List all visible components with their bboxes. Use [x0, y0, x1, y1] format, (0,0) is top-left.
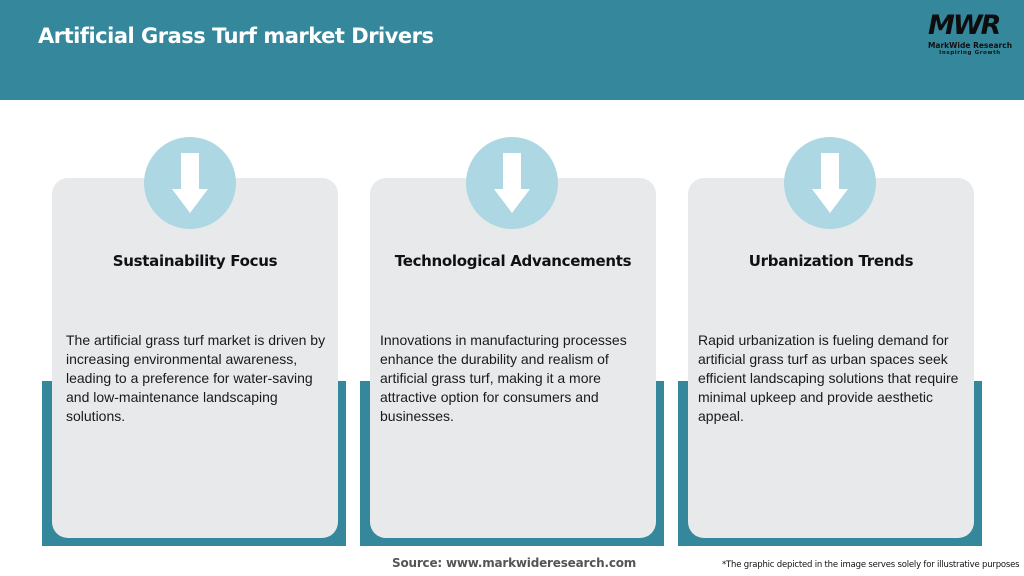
source-text: Source: www.markwideresearch.com [392, 556, 637, 570]
arrow-down-icon [144, 137, 236, 229]
page-title: Artificial Grass Turf market Drivers [38, 24, 434, 48]
card-text: The artificial grass turf market is driv… [66, 332, 326, 424]
card-title: Sustainability Focus [112, 252, 278, 270]
logo-mark: MWR [928, 10, 1001, 41]
driver-card-sustainability: Sustainability Focus The artificial gras… [52, 178, 338, 538]
logo: MWR MarkWide Research Inspiring Growth [922, 8, 1018, 58]
card-title: Technological Advancements [394, 252, 632, 270]
driver-card-technology: Technological Advancements Innovations i… [370, 178, 656, 538]
logo-tagline: Inspiring Growth [939, 50, 1001, 56]
arrow-down-icon [466, 137, 558, 229]
disclaimer-text: *The graphic depicted in the image serve… [722, 560, 1020, 570]
header-banner: Artificial Grass Turf market Drivers MWR… [0, 0, 1024, 100]
card-text: Innovations in manufacturing processes e… [380, 332, 627, 424]
arrow-down-icon [784, 137, 876, 229]
driver-card-urbanization: Urbanization Trends Rapid urbanization i… [688, 178, 974, 538]
card-title: Urbanization Trends [748, 252, 914, 270]
logo-name: MarkWide Research [927, 41, 1013, 50]
card-text: Rapid urbanization is fueling demand for… [698, 332, 959, 424]
